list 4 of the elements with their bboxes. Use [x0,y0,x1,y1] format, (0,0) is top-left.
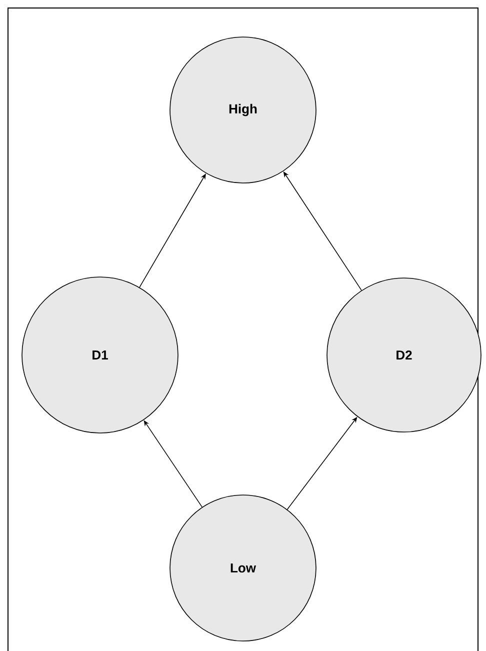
circle-node: D1 [22,276,178,434]
circle-node: Low [170,494,316,642]
circle-node: D2 [326,278,482,432]
circle-node: High [170,36,316,184]
